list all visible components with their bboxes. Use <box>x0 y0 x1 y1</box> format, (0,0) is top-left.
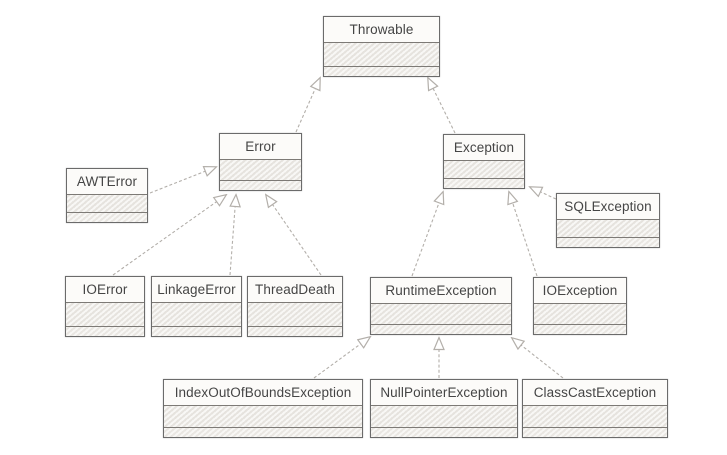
methods-compartment <box>164 427 362 437</box>
methods-compartment <box>523 427 667 437</box>
attributes-compartment <box>371 405 517 427</box>
methods-compartment <box>220 180 301 190</box>
attributes-compartment <box>164 405 362 427</box>
attributes-compartment <box>248 302 342 326</box>
class-box-runtimeexception: RuntimeException <box>370 277 512 335</box>
attributes-compartment <box>152 302 241 326</box>
class-box-linkageerror: LinkageError <box>151 276 242 337</box>
methods-compartment <box>534 324 626 334</box>
attributes-compartment <box>444 160 524 178</box>
class-name-label: Error <box>220 134 301 159</box>
class-name-label: IOError <box>66 277 144 302</box>
inheritance-arrow-sqlexception-to-exception <box>530 187 557 200</box>
class-box-error: Error <box>219 133 302 191</box>
methods-compartment <box>66 326 144 336</box>
class-name-label: IOException <box>534 278 626 303</box>
class-name-label: RuntimeException <box>371 278 511 303</box>
attributes-compartment <box>534 303 626 324</box>
attributes-compartment <box>324 42 439 66</box>
inheritance-arrow-ioexception-to-exception <box>509 192 538 277</box>
inheritance-arrow-ioerror-to-error <box>112 195 226 276</box>
class-name-label: NullPointerException <box>371 380 517 405</box>
methods-compartment <box>371 427 517 437</box>
methods-compartment <box>557 237 659 247</box>
class-box-nullpointerexception: NullPointerException <box>370 379 518 438</box>
inheritance-arrow-classcastexception-to-runtimeexception <box>512 338 564 379</box>
class-box-sqlexception: SQLException <box>556 193 660 248</box>
class-name-label: Throwable <box>324 17 439 42</box>
methods-compartment <box>444 178 524 188</box>
class-box-exception: Exception <box>443 134 525 189</box>
class-name-label: SQLException <box>557 194 659 219</box>
methods-compartment <box>248 326 342 336</box>
class-box-throwable: Throwable <box>323 16 440 77</box>
class-name-label: IndexOutOfBoundsException <box>164 380 362 405</box>
inheritance-arrow-linkageerror-to-error <box>230 195 236 276</box>
class-box-ioexception: IOException <box>533 277 627 335</box>
class-box-indexoutofboundsexception: IndexOutOfBoundsException <box>163 379 363 438</box>
attributes-compartment <box>66 302 144 326</box>
class-name-label: ClassCastException <box>523 380 667 405</box>
class-box-ioerror: IOError <box>65 276 145 337</box>
inheritance-arrow-awterror-to-error <box>149 167 216 194</box>
class-box-classcastexception: ClassCastException <box>522 379 668 438</box>
class-name-label: AWTError <box>67 169 147 194</box>
class-name-label: ThreadDeath <box>248 277 342 302</box>
attributes-compartment <box>557 219 659 237</box>
methods-compartment <box>67 212 147 222</box>
inheritance-arrow-error-to-throwable <box>295 78 320 133</box>
inheritance-arrow-indexoutofboundsexception-to-runtimeexception <box>313 337 370 379</box>
attributes-compartment <box>523 405 667 427</box>
class-box-threaddeath: ThreadDeath <box>247 276 343 337</box>
inheritance-arrow-exception-to-throwable <box>428 78 456 134</box>
methods-compartment <box>324 66 439 76</box>
methods-compartment <box>371 324 511 334</box>
attributes-compartment <box>371 303 511 324</box>
attributes-compartment <box>67 194 147 212</box>
inheritance-arrow-threaddeath-to-error <box>266 195 322 276</box>
inheritance-arrow-runtimeexception-to-exception <box>411 192 443 277</box>
attributes-compartment <box>220 159 301 180</box>
class-box-awterror: AWTError <box>66 168 148 223</box>
class-name-label: LinkageError <box>152 277 241 302</box>
methods-compartment <box>152 326 241 336</box>
class-name-label: Exception <box>444 135 524 160</box>
